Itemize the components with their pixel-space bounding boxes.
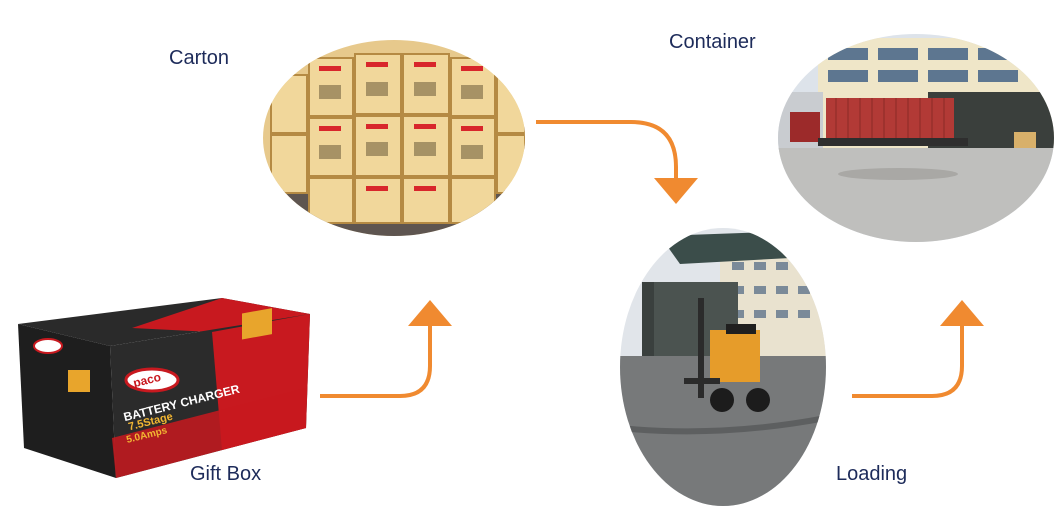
curved-arrow-icon <box>536 120 698 204</box>
carton-label: Carton <box>169 47 230 69</box>
curved-arrow-icon <box>320 300 452 398</box>
gift-box-image: paco BATTERY CHARGER 7.5Stage 5.0Amps <box>12 288 312 480</box>
curved-arrow-icon <box>852 300 984 398</box>
carton-photo <box>263 40 525 236</box>
loading-photo <box>620 228 826 506</box>
loading-label: Loading <box>836 463 908 485</box>
container-label: Container <box>669 31 756 53</box>
gift-box-label: Gift Box <box>190 463 262 485</box>
container-photo <box>778 34 1054 242</box>
